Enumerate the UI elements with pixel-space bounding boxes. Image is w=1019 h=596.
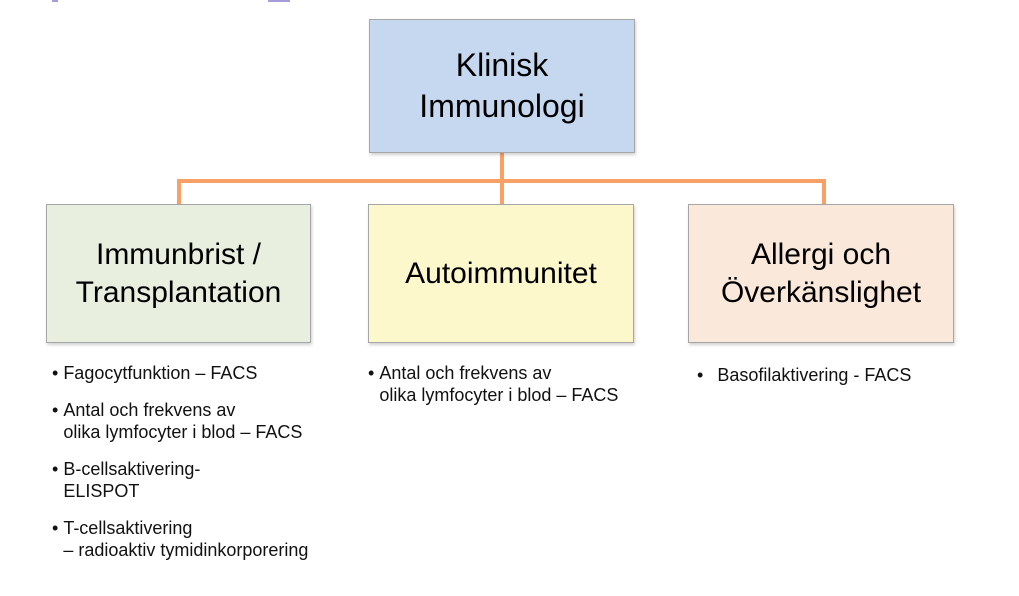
list-item: Basofilaktivering - FACS [697, 364, 997, 386]
bullet-text: Antal och frekvens av olika lymfocyter i… [63, 400, 303, 442]
connector-horizontal-bar [177, 179, 826, 183]
bullet-text: B-cellsaktivering- ELISPOT [63, 459, 201, 501]
bullet-text: T-cellsaktivering – radioaktiv tymidinko… [63, 518, 309, 560]
node-allergi-overkanslighet: Allergi och Överkänslighet [688, 204, 954, 343]
list-item: B-cellsaktivering- ELISPOT [52, 458, 352, 502]
bullet-text: Fagocytfunktion – FACS [63, 363, 258, 383]
node-immunbrist-transplantation: Immunbrist / Transplantation [46, 204, 311, 343]
list-item: Fagocytfunktion – FACS [52, 362, 352, 384]
node-title: Immunbrist / Transplantation [75, 238, 282, 309]
list-item: Antal och frekvens av olika lymfocyter i… [52, 399, 352, 443]
node-title: Allergi och Överkänslighet [720, 238, 922, 309]
connector-right-vertical [822, 181, 826, 204]
bullet-list-autoimmunitet: Antal och frekvens av olika lymfocyter i… [368, 362, 668, 421]
node-title: Autoimmunitet [405, 256, 597, 290]
connector-left-vertical [177, 181, 181, 204]
bullet-text: Basofilaktivering - FACS [717, 365, 912, 385]
list-item: Antal och frekvens av olika lymfocyter i… [368, 362, 668, 406]
node-title: Klinisk Immunologi [419, 47, 585, 124]
node-autoimmunitet: Autoimmunitet [368, 204, 634, 343]
top-edge-artifact [268, 0, 290, 2]
bullet-list-allergi: Basofilaktivering - FACS [697, 364, 997, 401]
node-klinisk-immunologi: Klinisk Immunologi [369, 19, 635, 153]
connector-root-vertical [500, 153, 504, 204]
bullet-text: Antal och frekvens av olika lymfocyter i… [379, 363, 619, 405]
top-edge-artifact [52, 0, 58, 2]
list-item: T-cellsaktivering – radioaktiv tymidinko… [52, 517, 352, 561]
bullet-list-immunbrist: Fagocytfunktion – FACS Antal och frekven… [52, 362, 352, 576]
